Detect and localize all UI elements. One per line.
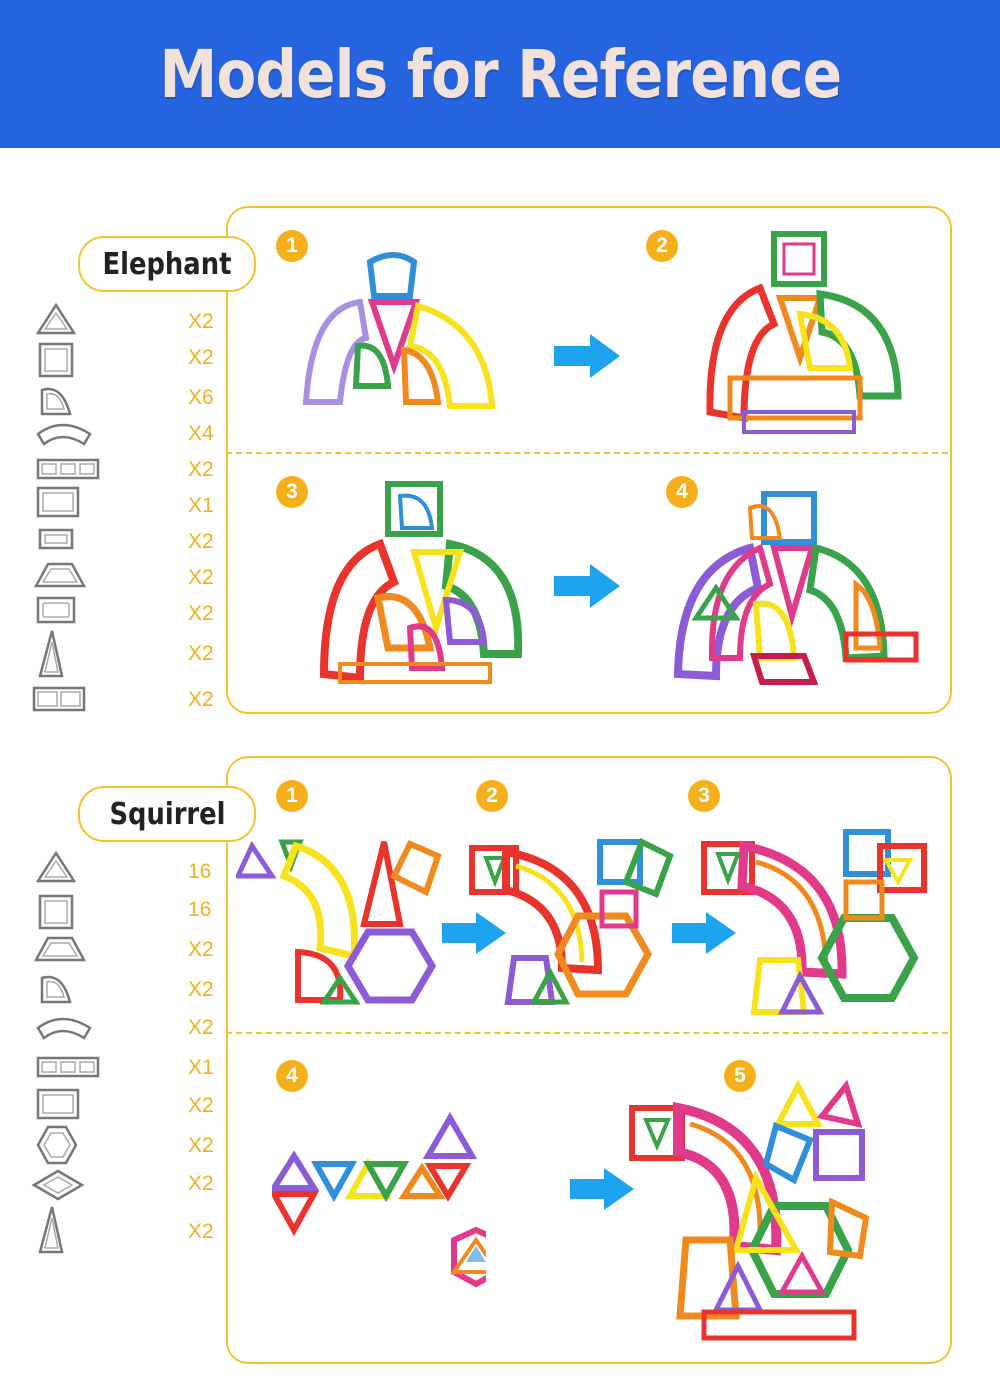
squirrel-label: Squirrel <box>78 786 256 842</box>
elephant-label-text: Elephant <box>102 246 232 282</box>
elephant-label: Elephant <box>78 236 256 292</box>
arrow-right-icon <box>672 912 736 954</box>
elephant-step4-model <box>673 491 919 685</box>
elephant-panel <box>226 206 952 714</box>
squirrel-step4-model <box>272 1112 486 1288</box>
elephant-qty: X2 <box>188 458 214 481</box>
squirrel-step-divider <box>226 1032 948 1034</box>
elephant-qty: X2 <box>188 566 214 589</box>
quarter-arc-piece-icon <box>40 387 72 416</box>
trapezoid-piece-icon <box>33 562 87 588</box>
squirrel-qty: X2 <box>188 978 214 1001</box>
elephant-qty: X4 <box>188 422 214 445</box>
elephant-step-divider <box>226 452 948 454</box>
step-badge: 3 <box>688 780 720 812</box>
step-badge: 1 <box>276 780 308 812</box>
title-banner: Models for Reference <box>0 0 1000 148</box>
squirrel-qty: X2 <box>188 938 214 961</box>
rhombus-piece-icon <box>31 1169 85 1201</box>
elephant-step1-model <box>302 252 496 409</box>
squirrel-step1-model <box>236 839 442 1005</box>
squirrel-panel <box>226 756 952 1364</box>
curved-strip-piece-icon <box>36 1017 92 1040</box>
step-badge: 2 <box>646 230 678 262</box>
quarter-arc-piece-icon <box>40 975 72 1004</box>
squirrel-qty: 16 <box>188 898 212 921</box>
double-window-piece-icon <box>32 686 86 712</box>
tall-triangle-piece-icon <box>38 630 64 678</box>
squirrel-qty: 16 <box>188 860 212 883</box>
triple-window-piece-icon <box>36 458 100 480</box>
squirrel-qty: X2 <box>188 1094 214 1117</box>
squirrel-step2-model <box>469 837 674 1005</box>
squirrel-qty: X2 <box>188 1134 214 1157</box>
tall-triangle-piece-icon <box>38 1206 64 1254</box>
elephant-qty: X2 <box>188 346 214 369</box>
step-badge: 1 <box>276 230 308 262</box>
elephant-qty: X2 <box>188 602 214 625</box>
page-title: Models for Reference <box>159 35 842 113</box>
triple-window-piece-icon <box>36 1056 100 1078</box>
squirrel-step3-model <box>701 829 927 1015</box>
elephant-qty: X1 <box>188 494 214 517</box>
elephant-qty: X2 <box>188 530 214 553</box>
squirrel-qty: X2 <box>188 1172 214 1195</box>
square-piece-icon <box>38 342 74 378</box>
triangle-piece-icon <box>35 850 77 883</box>
small-rectangle-piece-icon <box>38 528 74 550</box>
square-piece-icon <box>38 894 74 930</box>
step-badge: 2 <box>476 780 508 812</box>
trapezoid-piece-icon <box>33 936 87 962</box>
squirrel-qty: X1 <box>188 1056 214 1079</box>
arrow-right-icon <box>570 1168 634 1210</box>
squirrel-qty: X2 <box>188 1220 214 1243</box>
step-badge: 4 <box>666 476 698 508</box>
arrow-right-icon <box>554 334 620 378</box>
arrow-right-icon <box>442 912 506 954</box>
curved-strip-piece-icon <box>36 423 92 446</box>
elephant-step3-model <box>319 481 523 684</box>
elephant-qty: X2 <box>188 310 214 333</box>
elephant-qty: X2 <box>188 642 214 665</box>
arrow-right-icon <box>554 564 620 608</box>
hexagon-piece-icon <box>36 1125 78 1165</box>
triangle-piece-icon <box>35 302 77 335</box>
rounded-rectangle-piece-icon <box>36 596 76 624</box>
rectangle-piece-icon <box>36 1088 80 1120</box>
squirrel-qty: X2 <box>188 1016 214 1039</box>
step-badge: 5 <box>724 1060 756 1092</box>
step-badge: 3 <box>276 476 308 508</box>
elephant-qty: X2 <box>188 688 214 711</box>
elephant-qty: X6 <box>188 386 214 409</box>
step-badge: 4 <box>276 1060 308 1092</box>
rectangle-piece-icon <box>36 486 80 518</box>
squirrel-step5-model <box>629 1080 870 1341</box>
squirrel-label-text: Squirrel <box>108 796 226 832</box>
elephant-step2-model <box>706 231 902 434</box>
